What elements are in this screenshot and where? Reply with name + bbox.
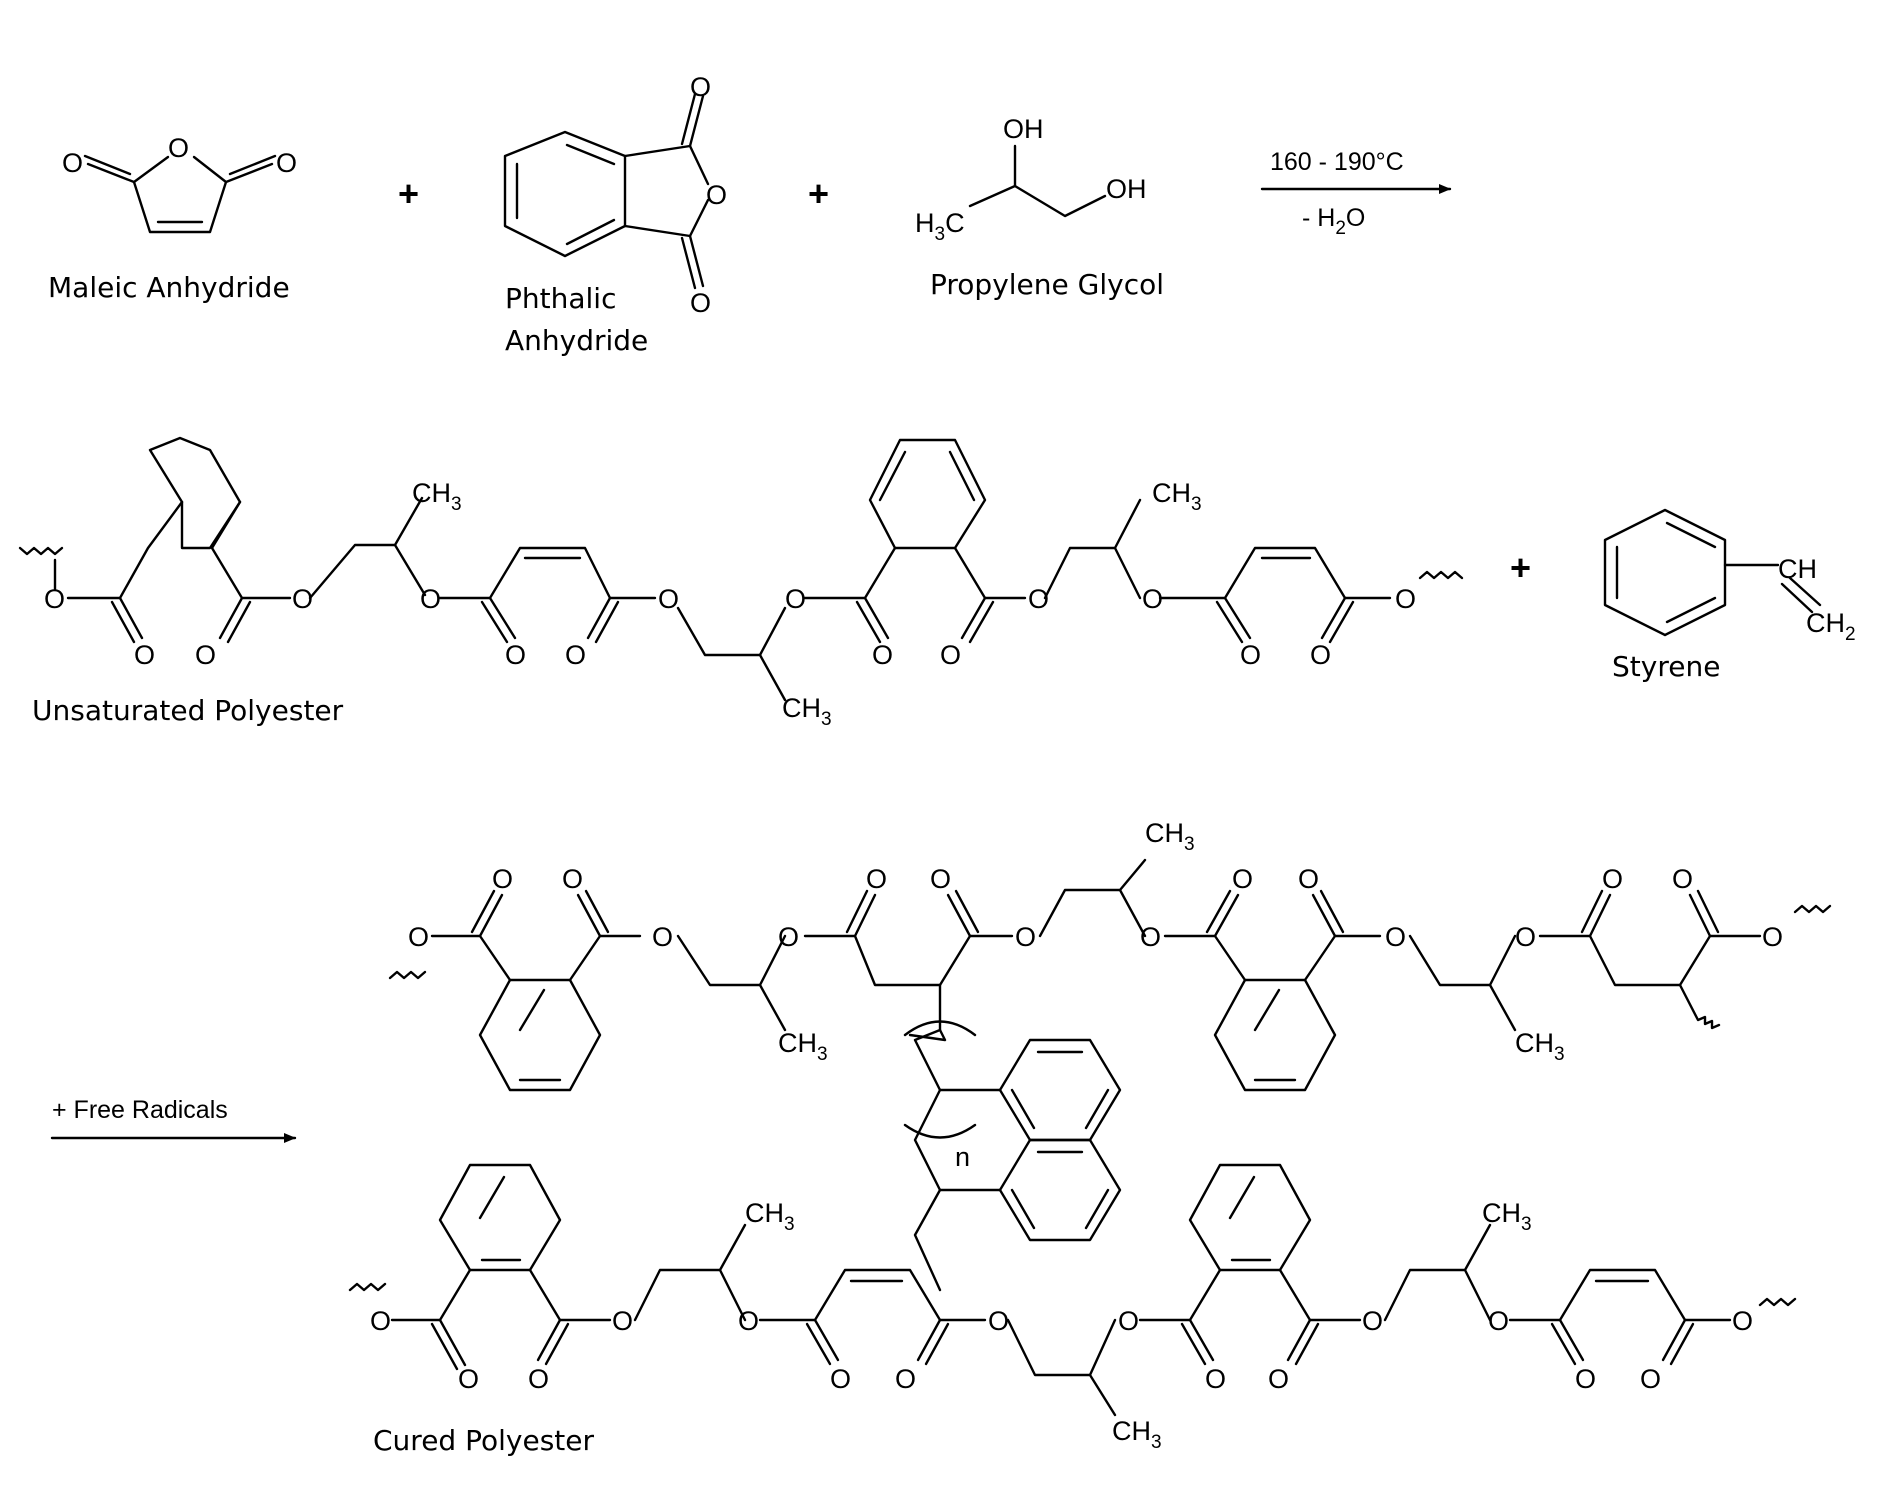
- plus-sign: +: [1510, 547, 1531, 588]
- ester-oxygen-atom: O: [1515, 922, 1536, 952]
- methyl-group: CH3: [412, 478, 462, 515]
- methyl-group: CH3: [778, 1028, 828, 1065]
- carbonyl-oxygen-atom: O: [62, 148, 83, 178]
- ring-oxygen-atom: O: [168, 133, 189, 163]
- maleic-anhydride-label: Maleic Anhydride: [48, 271, 290, 304]
- ester-oxygen-atom: O: [738, 1306, 759, 1336]
- ester-oxygen-atom: O: [1385, 922, 1406, 952]
- carbonyl-oxygen-atom: O: [1310, 640, 1331, 670]
- ester-oxygen-atom: O: [1762, 922, 1783, 952]
- methyl-group: CH3: [1482, 1198, 1532, 1235]
- carbonyl-oxygen-atom: O: [872, 640, 893, 670]
- ring-oxygen-atom: O: [706, 180, 727, 210]
- methyl-group: CH3: [1515, 1028, 1565, 1065]
- carbonyl-oxygen-atom: O: [830, 1364, 851, 1394]
- hydroxyl-group: OH: [1003, 114, 1044, 144]
- water-byproduct: - H2O: [1302, 204, 1365, 239]
- ester-oxygen-atom: O: [652, 922, 673, 952]
- carbonyl-oxygen-atom: O: [134, 640, 155, 670]
- ester-oxygen-atom: O: [1488, 1306, 1509, 1336]
- ester-oxygen-atom: O: [1140, 922, 1161, 952]
- ester-oxygen-atom: O: [292, 584, 313, 614]
- carbonyl-oxygen-atom: O: [1602, 864, 1623, 894]
- hydroxyl-group: OH: [1106, 174, 1147, 204]
- carbonyl-oxygen-atom: O: [458, 1364, 479, 1394]
- carbonyl-oxygen-atom: O: [1240, 640, 1261, 670]
- ester-oxygen-atom: O: [778, 922, 799, 952]
- carbonyl-oxygen-atom: O: [690, 288, 711, 318]
- carbonyl-oxygen-atom: O: [565, 640, 586, 670]
- ester-oxygen-atom: O: [408, 922, 429, 952]
- methyl-group: CH3: [1145, 818, 1195, 855]
- carbonyl-oxygen-atom: O: [1205, 1364, 1226, 1394]
- carbonyl-oxygen-atom: O: [1268, 1364, 1289, 1394]
- methyl-group: CH3: [1112, 1416, 1162, 1453]
- vinyl-ch2-group: CH2: [1806, 608, 1856, 645]
- temperature-condition: 160 - 190°C: [1270, 148, 1404, 176]
- ester-oxygen-atom: O: [370, 1306, 391, 1336]
- carbonyl-oxygen-atom: O: [195, 640, 216, 670]
- carbonyl-oxygen-atom: O: [895, 1364, 916, 1394]
- carbonyl-oxygen-atom: O: [1298, 864, 1319, 894]
- ester-oxygen-atom: O: [658, 584, 679, 614]
- ester-oxygen-atom: O: [612, 1306, 633, 1336]
- vinyl-ch-group: CH: [1778, 554, 1817, 584]
- propylene-glycol-label: Propylene Glycol: [930, 268, 1164, 301]
- ester-oxygen-atom: O: [1395, 584, 1416, 614]
- carbonyl-oxygen-atom: O: [528, 1364, 549, 1394]
- ester-oxygen-atom: O: [1142, 584, 1163, 614]
- cured-polyester-label: Cured Polyester: [373, 1424, 594, 1457]
- ester-oxygen-atom: O: [1732, 1306, 1753, 1336]
- phthalic-label-line2: Anhydride: [505, 324, 648, 357]
- styrene-structure: CH CH2: [1603, 508, 1856, 645]
- ester-oxygen-atom: O: [1118, 1306, 1139, 1336]
- carbonyl-oxygen-atom: O: [1232, 864, 1253, 894]
- phthalic-label-line1: Phthalic: [505, 282, 616, 315]
- ester-oxygen-atom: O: [1362, 1306, 1383, 1336]
- styrene-label: Styrene: [1612, 650, 1720, 683]
- methyl-group: H3C: [915, 208, 965, 245]
- methyl-group: CH3: [1152, 478, 1202, 515]
- carbonyl-oxygen-atom: O: [276, 148, 297, 178]
- plus-sign: +: [808, 173, 829, 214]
- unsaturated-polyester-label: Unsaturated Polyester: [32, 694, 344, 727]
- ester-oxygen-atom: O: [1028, 584, 1049, 614]
- carbonyl-oxygen-atom: O: [1640, 1364, 1661, 1394]
- unsaturated-polyester-structure: O O O O O O O O O O O O O O O O CH3 CH3 …: [18, 436, 1464, 730]
- ester-oxygen-atom: O: [785, 584, 806, 614]
- carbonyl-oxygen-atom: O: [940, 640, 961, 670]
- ester-oxygen-atom: O: [44, 584, 65, 614]
- carbonyl-oxygen-atom: O: [492, 864, 513, 894]
- ester-oxygen-atom: O: [1015, 922, 1036, 952]
- carbonyl-oxygen-atom: O: [562, 864, 583, 894]
- methyl-group: CH3: [745, 1198, 795, 1235]
- phthalic-anhydride-structure: O O O: [503, 72, 727, 318]
- methyl-group: CH3: [782, 693, 832, 730]
- carbonyl-oxygen-atom: O: [1672, 864, 1693, 894]
- carbonyl-oxygen-atom: O: [930, 864, 951, 894]
- carbonyl-oxygen-atom: O: [866, 864, 887, 894]
- ester-oxygen-atom: O: [420, 584, 441, 614]
- repeat-index-n: n: [955, 1142, 970, 1172]
- maleic-anhydride-structure: O O O: [62, 133, 297, 234]
- carbonyl-oxygen-atom: O: [1575, 1364, 1596, 1394]
- ester-oxygen-atom: O: [988, 1306, 1009, 1336]
- carbonyl-oxygen-atom: O: [690, 72, 711, 102]
- plus-sign: +: [398, 173, 419, 214]
- carbonyl-oxygen-atom: O: [505, 640, 526, 670]
- cured-polyester-structure: O O O O O O O O O O O O O O O O O O O O …: [348, 818, 1832, 1453]
- free-radicals-condition: + Free Radicals: [52, 1096, 228, 1124]
- propylene-glycol-structure: OH OH H3C: [915, 114, 1147, 245]
